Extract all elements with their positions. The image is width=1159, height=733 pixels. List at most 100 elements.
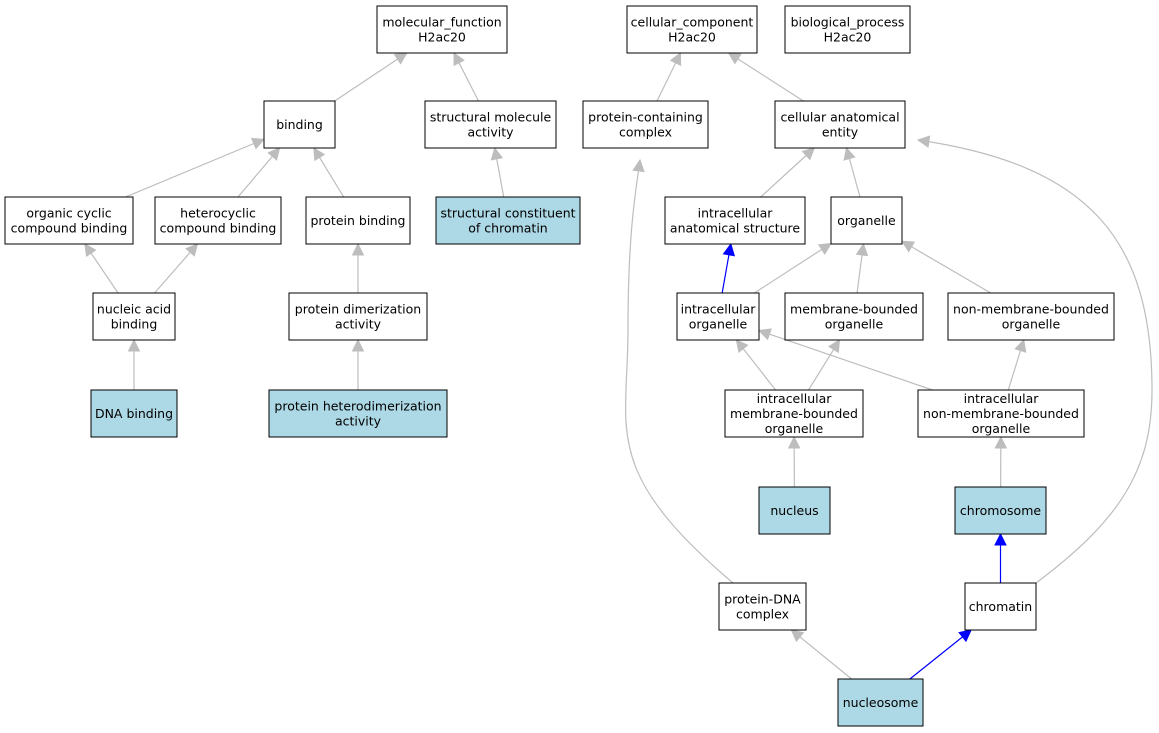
edge-line xyxy=(736,57,804,102)
edge-intracellular-membrane-bounded-organelle-to-intracellular-organelle xyxy=(735,339,777,391)
node-nucleosome[interactable]: nucleosome xyxy=(837,678,924,727)
edge-line xyxy=(237,155,274,198)
edge-nucleosome-to-protein-dna-complex xyxy=(790,629,852,680)
node-label: protein-DNA xyxy=(724,592,801,607)
edge-arrowhead xyxy=(855,242,869,257)
node-label: anatomical structure xyxy=(670,221,800,236)
node-label: binding xyxy=(111,317,158,332)
edge-arrowhead xyxy=(393,52,408,65)
node-label: intracellular xyxy=(698,206,774,221)
node-label: intracellular xyxy=(681,302,757,317)
node-box xyxy=(676,292,760,341)
edge-line xyxy=(125,142,255,198)
edge-arrowhead xyxy=(722,242,736,257)
node-nucleus[interactable]: nucleus xyxy=(758,486,831,535)
node-label: nucleosome xyxy=(843,695,919,710)
edge-arrowhead xyxy=(127,338,141,352)
edge-arrowhead xyxy=(817,242,832,255)
edge-membrane-bounded-organelle-to-organelle xyxy=(855,242,869,294)
edge-protein-dna-complex-to-protein-containing-complex xyxy=(624,158,734,584)
node-label: organelle xyxy=(837,213,896,228)
node-protein-binding[interactable]: protein binding xyxy=(305,196,411,245)
node-label: non-membrane-bounded xyxy=(953,302,1109,317)
edge-organic-cyclic-compound-binding-to-binding xyxy=(125,137,266,198)
edge-arrowhead xyxy=(828,339,841,354)
node-label: cellular_component xyxy=(631,15,754,30)
node-label: activity xyxy=(335,414,382,429)
edge-arrowhead xyxy=(994,532,1007,546)
node-label: organic cyclic xyxy=(26,206,111,221)
node-label: activity xyxy=(467,125,514,140)
node-chromatin[interactable]: chromatin xyxy=(964,582,1037,631)
node-label: membrane-bounded xyxy=(730,406,858,421)
edge-structural-constituent-of-chromatin-to-structural-molecule-activity xyxy=(490,146,505,198)
node-label: DNA binding xyxy=(95,406,173,421)
node-box xyxy=(376,5,508,54)
edge-arrowhead xyxy=(727,52,742,65)
edge-arrowhead xyxy=(790,629,805,643)
node-box xyxy=(582,100,709,149)
node-box xyxy=(718,582,807,631)
edge-arrowhead xyxy=(313,147,326,162)
node-label: heterocyclic xyxy=(180,206,256,221)
edge-line xyxy=(768,333,933,391)
node-label: compound binding xyxy=(11,221,128,236)
edges-layer xyxy=(84,51,1153,680)
edge-intracellular-non-membrane-bounded-organelle-to-intracellular-organelle xyxy=(757,328,933,391)
edge-heterocyclic-compound-binding-to-binding xyxy=(237,147,281,198)
edge-protein-containing-complex-to-cellular-component xyxy=(656,51,682,102)
node-box xyxy=(263,100,336,149)
node-box xyxy=(288,292,428,341)
node-chromosome[interactable]: chromosome xyxy=(954,486,1047,535)
node-label: protein dimerization xyxy=(295,302,421,317)
node-label: nucleus xyxy=(770,503,818,518)
node-box xyxy=(947,292,1115,341)
edge-arrowhead xyxy=(1014,338,1027,353)
edge-line xyxy=(798,635,852,680)
edge-line xyxy=(742,347,777,391)
node-label: H2ac20 xyxy=(418,30,466,45)
edge-arrowhead xyxy=(250,137,266,150)
edge-non-membrane-bounded-organelle-to-organelle xyxy=(901,240,992,294)
node-dna-binding[interactable]: DNA binding xyxy=(90,389,178,438)
edge-arrowhead xyxy=(801,147,816,161)
node-label: chromosome xyxy=(960,503,1041,518)
edge-nucleosome-to-chromatin xyxy=(909,629,972,680)
node-binding[interactable]: binding xyxy=(263,100,336,149)
node-label: complex xyxy=(736,607,789,622)
node-label: H2ac20 xyxy=(824,30,872,45)
node-box xyxy=(626,5,758,54)
node-label: structural constituent xyxy=(440,206,575,221)
node-label: of chromatin xyxy=(468,221,547,236)
node-intracellular-non-membrane-bounded-organelle[interactable]: intracellularnon-membrane-boundedorganel… xyxy=(917,389,1085,438)
node-label: intracellular xyxy=(964,391,1040,406)
edge-arrowhead xyxy=(490,146,504,161)
edge-line xyxy=(910,245,992,294)
node-label: H2ac20 xyxy=(668,30,716,45)
node-organelle[interactable]: organelle xyxy=(830,196,903,245)
edge-arrowhead xyxy=(669,51,682,67)
edge-line xyxy=(458,61,480,102)
edge-intracellular-membrane-bounded-organelle-to-membrane-bounded-organelle xyxy=(808,339,841,391)
node-box xyxy=(784,5,911,54)
edge-nucleic-acid-binding-to-organic-cyclic-compound-binding xyxy=(84,243,119,294)
node-box xyxy=(774,100,906,149)
